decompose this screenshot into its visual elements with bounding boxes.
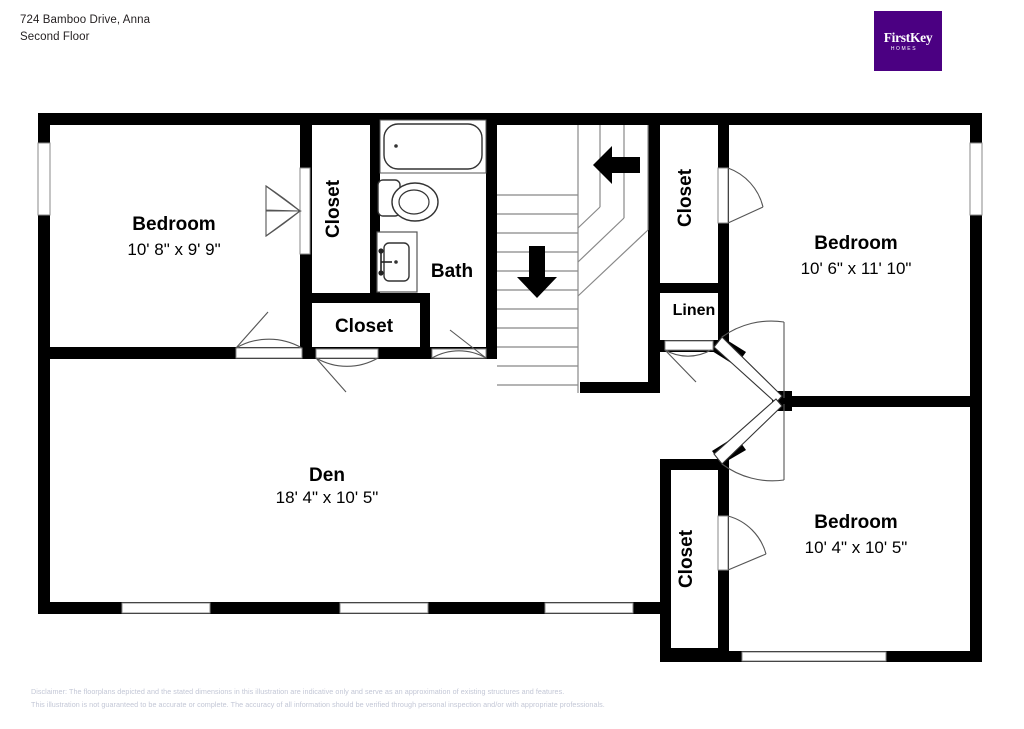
stair-winders: [577, 125, 649, 297]
windows: [37, 142, 983, 662]
room-labels: Bedroom 10' 8" x 9' 9" Bedroom 10' 6" x …: [127, 168, 911, 588]
logo-tagline: HOMES: [890, 45, 918, 52]
door-closet-bottom-right: [717, 515, 767, 571]
door-bedroom-top-right-entry: [713, 320, 785, 404]
disclaimer-line-2: This illustration is not guaranteed to b…: [31, 699, 605, 709]
door-bath: [431, 329, 487, 359]
door-closet-horizontal: [315, 348, 379, 393]
label-closet-vertical-left: Closet: [323, 179, 344, 238]
plan-header: 724 Bamboo Drive, Anna Second Floor: [20, 12, 150, 46]
door-closet-top-right: [717, 167, 764, 224]
label-closet-horizontal: Closet: [335, 316, 394, 337]
label-den-dimensions: 18' 4" x 10' 5": [276, 488, 379, 507]
label-bedroom-left-dimensions: 10' 8" x 9' 9": [127, 240, 220, 259]
door-bedroom-left-entry: [235, 311, 303, 359]
label-bedroom-left-name: Bedroom: [132, 214, 215, 235]
label-bedroom-bottom-right-dimensions: 10' 4" x 10' 5": [805, 538, 908, 557]
property-address: 724 Bamboo Drive, Anna: [20, 14, 151, 26]
stairs-left-arrow-icon: [593, 146, 640, 184]
label-bedroom-bottom-right-name: Bedroom: [814, 512, 897, 533]
label-closet-bottom-right: Closet: [676, 529, 697, 588]
staircase: [497, 125, 649, 393]
sink-vanity-icon: [376, 231, 418, 293]
label-den-name: Den: [309, 465, 345, 486]
door-bedroom-left-closet: [265, 167, 311, 255]
label-bath-name: Bath: [431, 261, 473, 282]
disclaimer-text: Disclaimer: The floorplans depicted and …: [31, 686, 605, 711]
label-closet-top-right: Closet: [675, 168, 696, 227]
label-bedroom-top-right-name: Bedroom: [814, 233, 897, 254]
doors: [235, 167, 785, 571]
door-linen: [664, 340, 714, 383]
stairs-down-arrow-icon: [517, 246, 557, 298]
floor-label: Second Floor: [20, 31, 90, 43]
door-bedroom-bottom-right-entry: [713, 398, 785, 482]
label-bedroom-top-right-dimensions: 10' 6" x 11' 10": [801, 259, 912, 278]
toilet-icon: [377, 179, 439, 222]
bathtub-icon: [379, 119, 487, 174]
label-linen: Linen: [673, 302, 716, 319]
firstkey-homes-logo: FirstKey HOMES: [874, 11, 942, 71]
logo-wordmark: FirstKey: [883, 29, 933, 45]
disclaimer-line-1: Disclaimer: The floorplans depicted and …: [31, 687, 565, 696]
bath-fixtures: [376, 119, 487, 293]
